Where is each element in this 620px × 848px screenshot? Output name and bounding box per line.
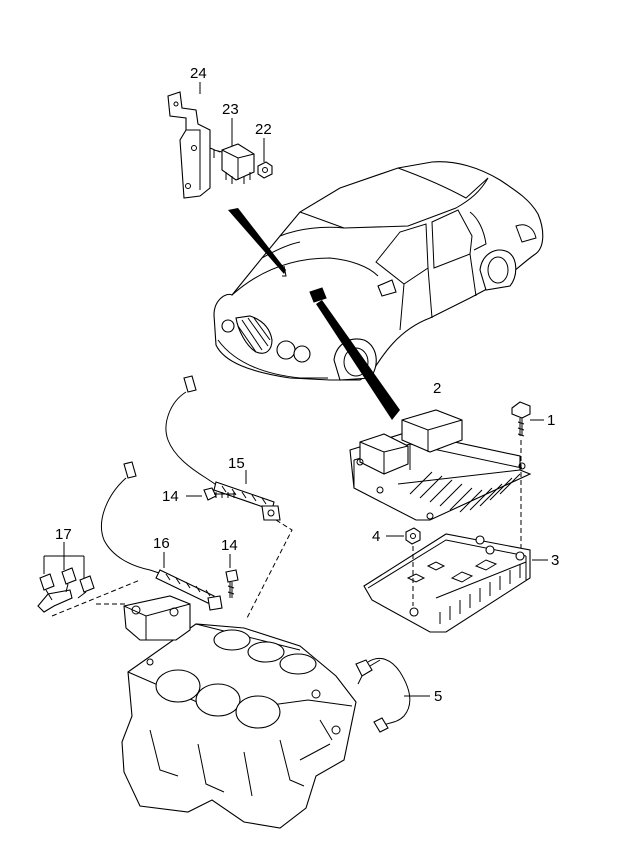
pointer-relay-location (228, 208, 286, 274)
bolt-14-upper-illustration (203, 487, 236, 501)
ecu-illustration (349, 409, 532, 521)
label-part-16: 16 (153, 535, 170, 552)
label-part-2: 2 (433, 380, 441, 397)
bolt-14-lower-illustration (225, 569, 239, 598)
engine-block-illustration (121, 595, 357, 829)
label-part-22: 22 (255, 121, 272, 138)
nut-22-illustration (257, 161, 273, 179)
label-part-5: 5 (434, 688, 442, 705)
oxygen-sensor-illustration (355, 657, 411, 733)
relay-illustration (213, 143, 255, 184)
label-part-14-upper: 14 (162, 488, 179, 505)
knock-sensor-rear-illustration (100, 461, 223, 611)
label-part-4: 4 (372, 528, 380, 545)
pointer-ecu-location (316, 300, 400, 420)
bolt-1-illustration (511, 401, 531, 437)
ecu-bracket-illustration (167, 91, 211, 199)
sensor-clip-illustration (37, 567, 95, 613)
label-part-3: 3 (551, 552, 559, 569)
label-part-14-lower: 14 (221, 537, 238, 554)
label-part-23: 23 (222, 101, 239, 118)
label-part-1: 1 (547, 412, 555, 429)
knock-sensor-front-illustration (165, 375, 281, 521)
label-part-15: 15 (228, 455, 245, 472)
vehicle-illustration (213, 161, 544, 381)
label-part-17: 17 (55, 526, 72, 543)
label-part-24: 24 (190, 65, 207, 82)
nut-4-illustration (405, 527, 421, 545)
ecu-bracket-tray-illustration (363, 533, 531, 633)
